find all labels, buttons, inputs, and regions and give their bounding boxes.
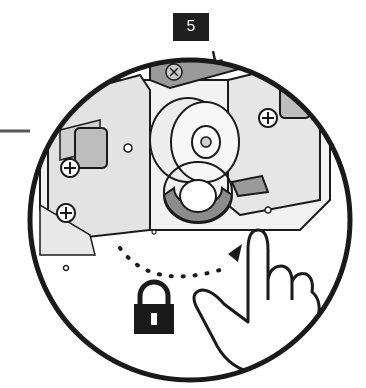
- rotation-arrow-icon: [120, 244, 242, 276]
- pointing-hand-icon: [194, 230, 319, 372]
- feed-roller: [150, 98, 239, 182]
- lock-icon: [134, 282, 174, 334]
- screw-icon: [259, 109, 277, 127]
- screw-icon: [57, 204, 75, 222]
- screw-icon: [61, 159, 79, 177]
- magnified-view: [40, 35, 330, 372]
- step-number-badge: 5: [173, 13, 209, 41]
